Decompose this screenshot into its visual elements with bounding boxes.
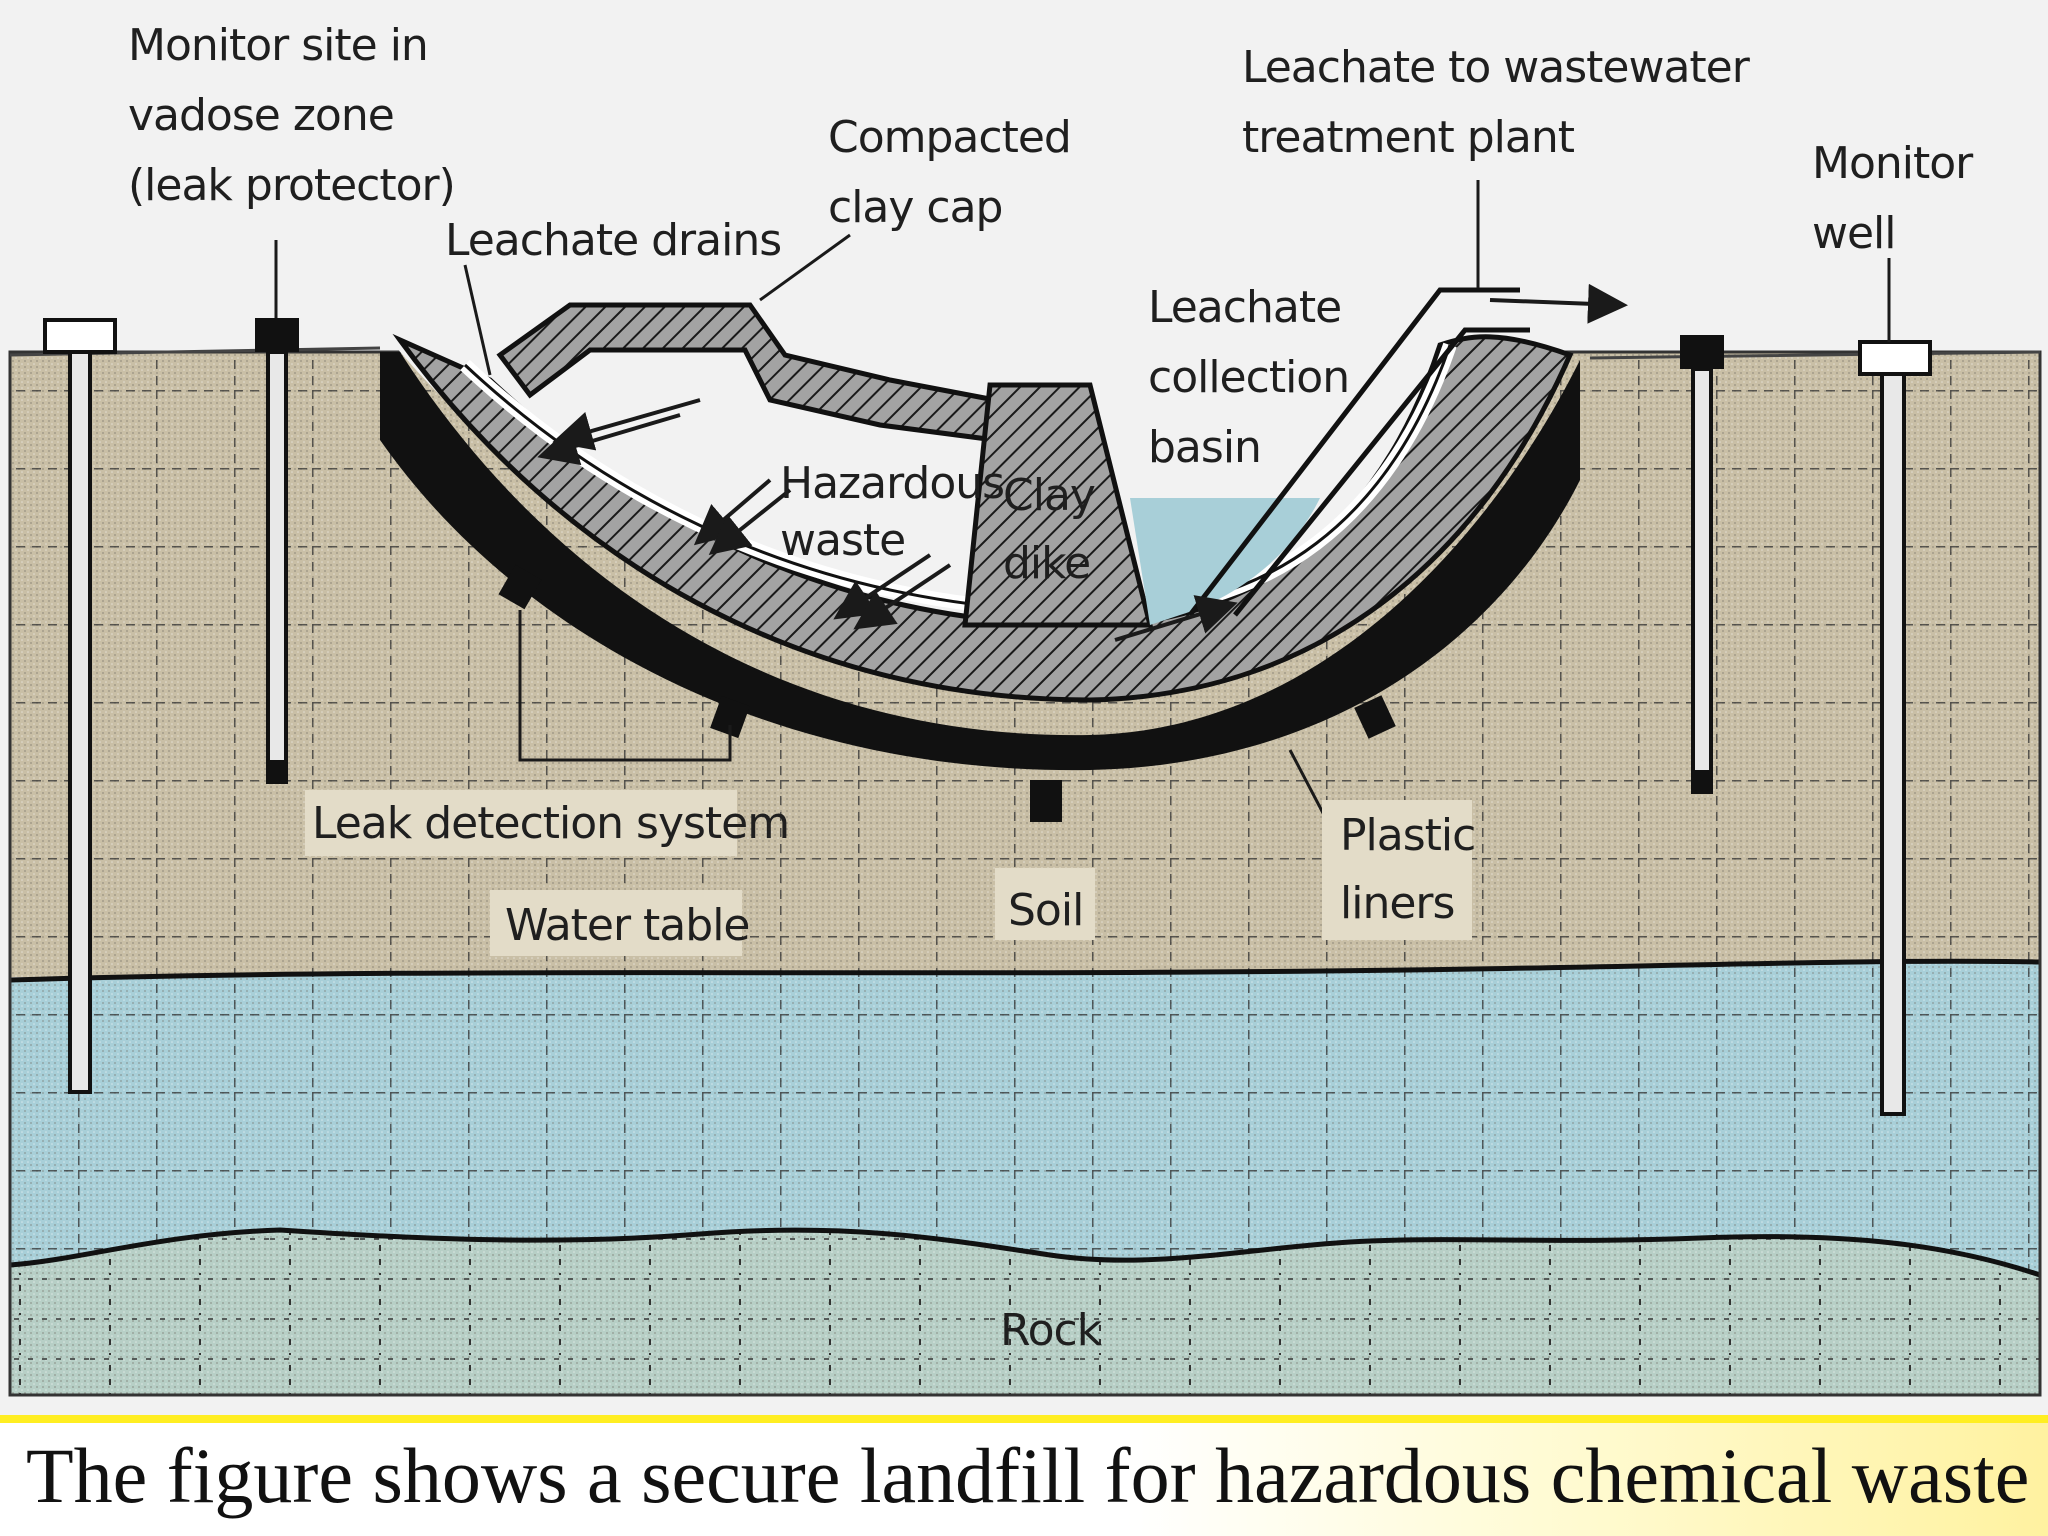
leachate-to-plant-label: Leachate to wastewater treatment plant (1242, 42, 1762, 163)
flow-arrows (537, 283, 1628, 642)
compacted-clay-cap-label: Compacted clay cap (828, 112, 1084, 233)
rock-label: Rock (1000, 1305, 1103, 1356)
leachate-pipe (1188, 287, 1530, 617)
right-vadose-monitor-well (1680, 335, 1724, 794)
water-table-line (9, 958, 2041, 983)
collection-basin-water (1130, 498, 1320, 625)
hazardous-waste-label: Hazardous waste (780, 458, 1017, 566)
rock-layer (8, 350, 2042, 1397)
caption-rule (0, 1415, 2048, 1423)
water-table-label: Water table (505, 900, 750, 951)
monitor-site-label: Monitor site in vadose zone (leak protec… (128, 20, 455, 211)
groundwater-layer (9, 958, 2041, 1275)
caption-bar: The figure shows a secure landfill for h… (0, 1415, 2048, 1536)
plastic-liner-bottom (380, 352, 1580, 771)
vadose-monitor-well (255, 318, 299, 784)
far-left-monitor-well (43, 318, 117, 1094)
figure-caption: The figure shows a secure landfill for h… (26, 1432, 2030, 1519)
landfill-diagram: Monitor site in vadose zone (leak protec… (8, 20, 2042, 1397)
label-backgrounds (305, 790, 1472, 956)
monitor-well (1858, 340, 1932, 1116)
leachate-drains-label: Leachate drains (445, 215, 781, 266)
collection-basin-label: Leachate collection basin (1148, 282, 1362, 473)
landfill-pit (380, 333, 1580, 771)
leak-detection-sensors (498, 564, 1396, 822)
leak-detection-label: Leak detection system (312, 798, 789, 849)
plastic-liners-label: Plastic liners (1340, 810, 1488, 929)
clay-dike-label: Clay dike (1003, 470, 1108, 589)
soil-label: Soil (1008, 885, 1083, 936)
monitor-well-label: Monitor well (1812, 138, 1985, 259)
